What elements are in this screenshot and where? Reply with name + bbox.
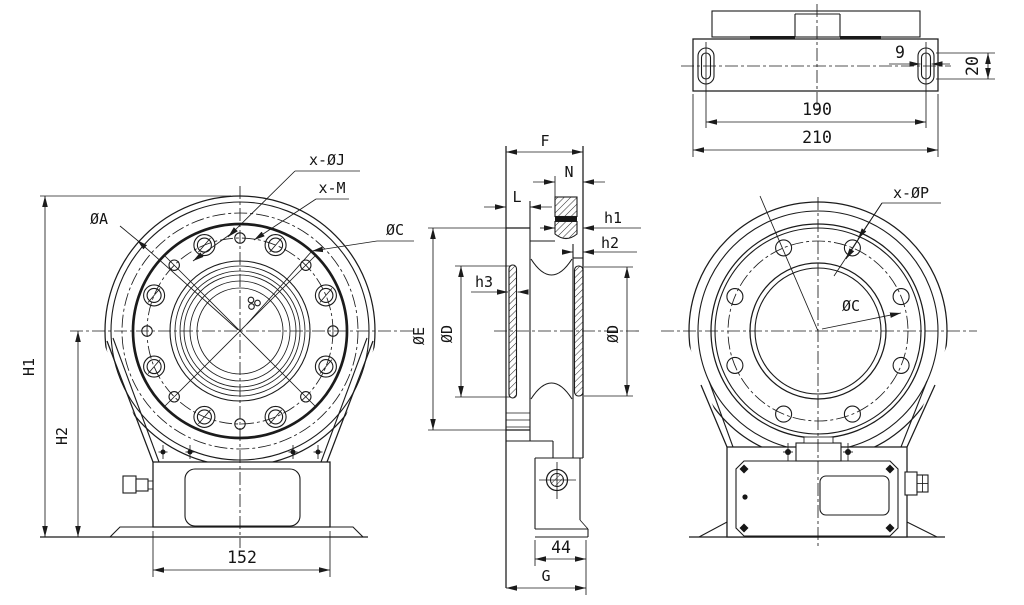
section-dim-dia-d-right: ØD — [604, 325, 622, 343]
rear-holes-p-label: x-ØP — [893, 184, 929, 202]
rear-dia-c-label: ØC — [842, 297, 860, 315]
rear-holes — [726, 239, 910, 423]
front-dia-c-label: ØC — [386, 221, 404, 239]
top-view: 9 20 190 210 — [681, 4, 995, 157]
grease-port-detail — [247, 296, 261, 310]
front-dim-h2: H2 — [53, 427, 71, 445]
rear-view: x-ØP ØC — [661, 184, 977, 546]
top-dim-190: 190 — [802, 100, 832, 119]
front-dim-152: 152 — [227, 548, 257, 567]
section-dim-dia-d-left: ØD — [438, 325, 456, 343]
top-dim-9: 9 — [895, 43, 905, 62]
rear-mount-bolts — [783, 443, 853, 461]
top-dim-210: 210 — [802, 128, 832, 147]
section-view: F N L h1 h2 h3 ØE ØD ØD 44 G — [410, 132, 642, 595]
section-dim-44: 44 — [551, 538, 571, 557]
section-dim-h2: h2 — [601, 234, 619, 252]
section-dim-g: G — [541, 567, 550, 585]
top-dim-20: 20 — [963, 56, 982, 76]
front-view: ØA x-ØJ x-M ØC H1 H2 152 — [20, 151, 414, 577]
front-holes-j-label: x-ØJ — [309, 151, 345, 169]
section-dim-h1: h1 — [604, 209, 622, 227]
front-dim-h1: H1 — [20, 358, 38, 376]
section-dim-n: N — [564, 163, 573, 181]
section-dim-dia-e: ØE — [410, 327, 428, 345]
front-threads-m-label: x-M — [318, 179, 345, 197]
section-dim-f: F — [540, 132, 549, 150]
front-large-holes — [143, 234, 337, 428]
front-dia-a-label: ØA — [90, 210, 108, 228]
section-dim-l: L — [512, 188, 521, 206]
pedestal-bolts — [158, 445, 323, 459]
section-dim-h3: h3 — [475, 273, 493, 291]
